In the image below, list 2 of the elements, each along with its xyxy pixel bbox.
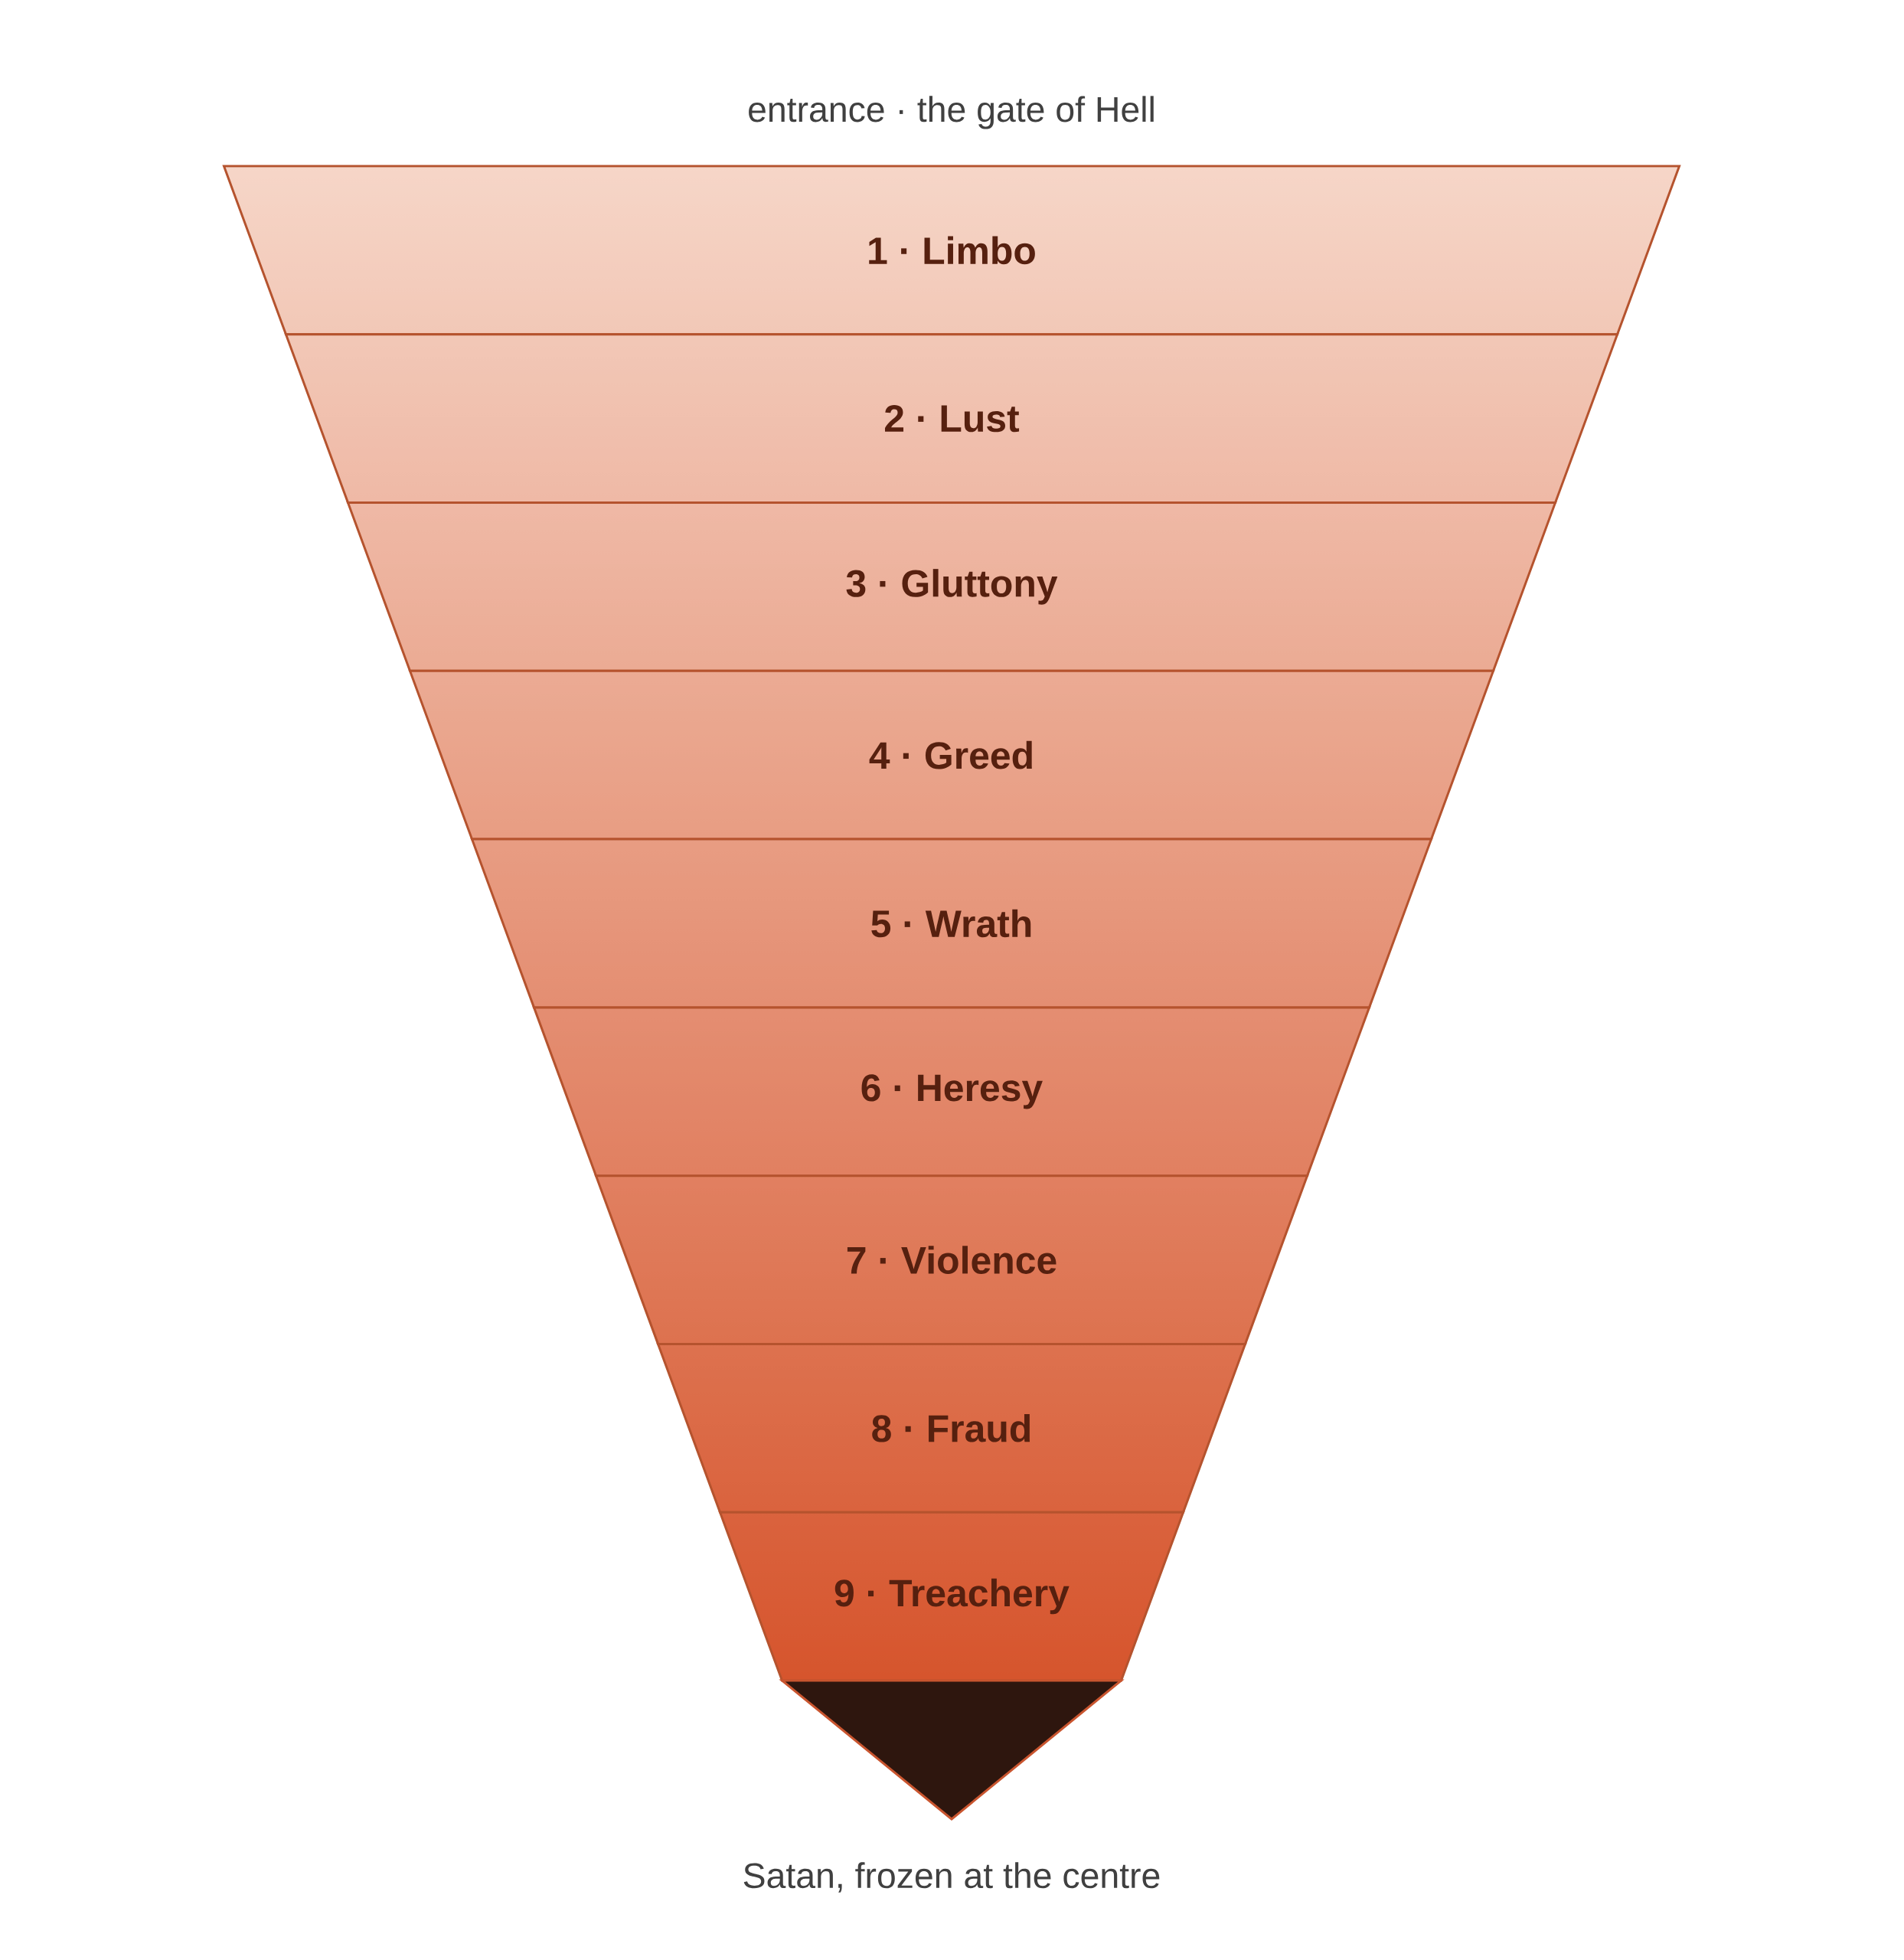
caption: entrance · the gate of Hell bbox=[749, 96, 1154, 129]
caption: Satan, frozen at the centre bbox=[743, 1862, 1160, 1893]
